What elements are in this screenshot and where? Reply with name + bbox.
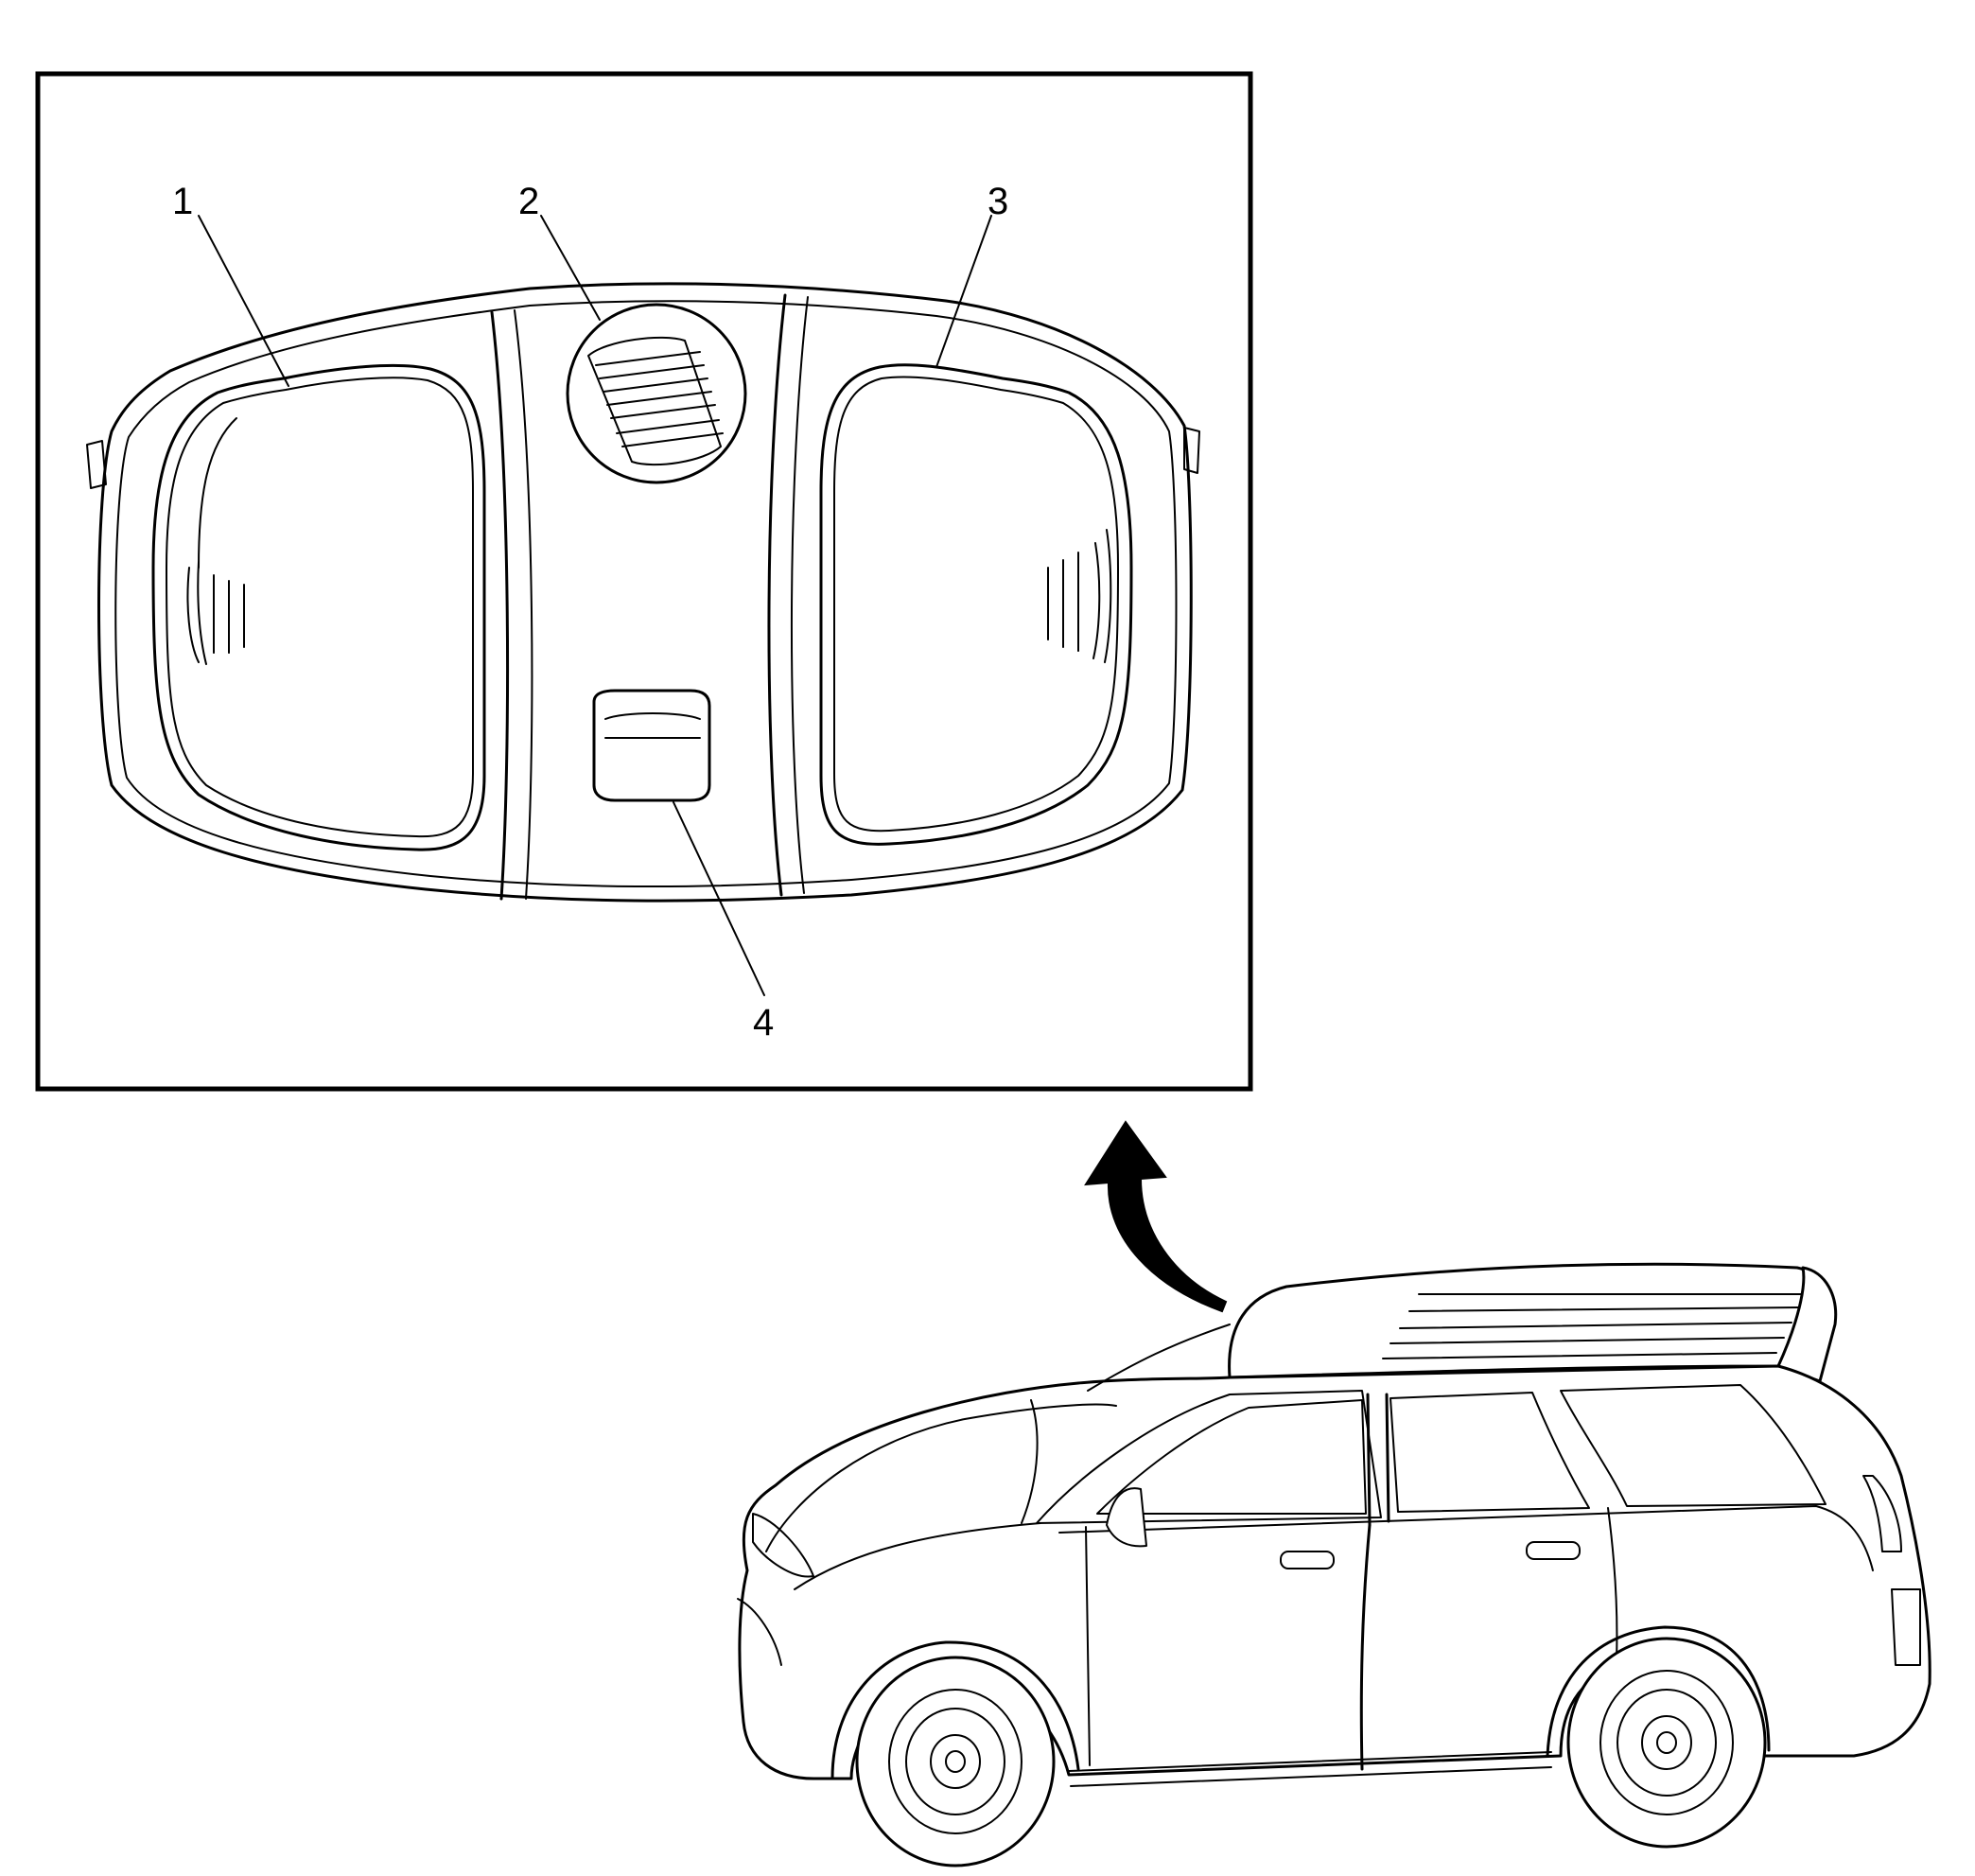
- callout-4: 4: [753, 1002, 774, 1043]
- front-door-handle: [1280, 1551, 1335, 1569]
- callout-2: 2: [518, 181, 539, 222]
- center-switch: [592, 689, 711, 802]
- detail-view: 1 2 3 4: [35, 71, 1253, 1092]
- center-vent-grille: [566, 303, 747, 484]
- callout-1: 1: [172, 181, 193, 222]
- leader-line-2: [540, 215, 601, 321]
- left-reading-lamp-lens: [151, 363, 486, 851]
- leader-line-3: [935, 215, 992, 368]
- front-wheel: [855, 1656, 1056, 1867]
- location-arrow: [1084, 1120, 1228, 1313]
- callout-3: 3: [988, 181, 1008, 222]
- detail-frame: [35, 71, 1253, 1092]
- rear-door-handle: [1526, 1541, 1581, 1560]
- rear-wheel: [1566, 1637, 1767, 1849]
- right-reading-lamp-lens: [819, 363, 1133, 846]
- leader-line-4: [673, 801, 765, 996]
- leader-line-1: [198, 215, 289, 387]
- overhead-console: [86, 282, 1200, 903]
- vehicle-suv: [737, 1262, 1931, 1867]
